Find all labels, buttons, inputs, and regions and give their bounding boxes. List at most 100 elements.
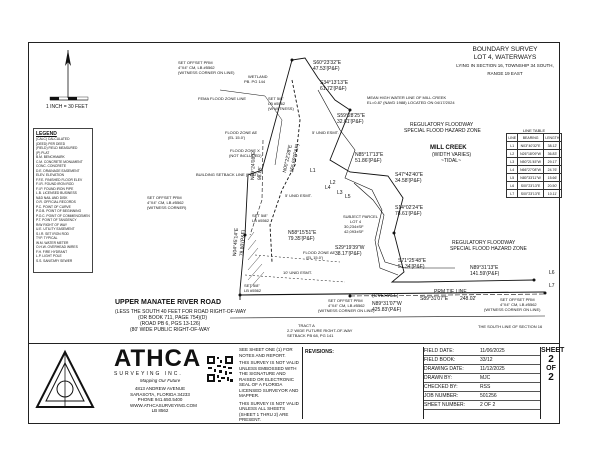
- legend-item: P.T. POINT OF TANGENCY: [36, 218, 77, 222]
- north-arrow-icon: [49, 50, 89, 101]
- legend-item: O.H.W. OVERHEAD WIRES: [36, 245, 78, 249]
- bearing-14: S89°31'07"E: [420, 296, 449, 302]
- flood-line: [269, 79, 301, 263]
- tract-a-label-2: 2.2' WIDE FUTURE RIGHT-OF-WAY: [287, 328, 353, 333]
- line-table-cell: L7: [505, 189, 519, 198]
- ue-1: 5' UNID ESMT.: [312, 130, 339, 135]
- prm-1c: (WITNESS CORNER ON LINE): [178, 70, 235, 75]
- title-line2: LOT 4, WATERWAYS: [473, 54, 537, 61]
- bearing-3: S59°28'25"E: [337, 113, 366, 119]
- sir-1: SET 5/8": [252, 213, 268, 218]
- distance-8: 38.17'(P&F): [335, 251, 362, 257]
- road-label: UPPER MANATEE RIVER ROAD: [115, 299, 222, 306]
- setback-label: BUILDING SETBACK LINE (PLAT): [196, 172, 259, 177]
- prm-3c: (WITNESS CORNER): [147, 205, 187, 210]
- distance-1: 47.53'(P&F): [313, 66, 340, 72]
- sir-3b: LB #5562: [268, 101, 286, 106]
- field-value: MJC: [480, 375, 491, 381]
- bearing-7: N58°15'51"E: [288, 230, 317, 236]
- distance-2: 61.72'(P&F): [320, 86, 347, 92]
- bearing-9: S71°25'48"E: [398, 258, 427, 264]
- line-l5: L5: [345, 194, 351, 200]
- revisions-box: REVISIONS:: [302, 347, 424, 419]
- title-block-strip: [28, 343, 560, 425]
- flood-zone-2: FLOOD ZONE X: [230, 148, 260, 153]
- legend-item: W.M. WATER METER: [36, 240, 69, 245]
- road-row-north: [239, 291, 546, 296]
- prm-3: SET OFFSET PRM: [147, 195, 182, 200]
- addr-line-1: 4813 ANDREW AVENUE: [134, 386, 186, 391]
- note-2: THIS SURVEY IS NOT VALID UNLESS EMBOSSED…: [239, 360, 299, 398]
- flood-zone-3b: (EL 15.0'): [306, 255, 324, 260]
- field-row: CHECKED BY:RSS: [424, 383, 540, 392]
- bearing-6: S14°02'24"E: [395, 205, 424, 211]
- legend-item: S.S. SANITARY SEWER: [36, 258, 73, 263]
- field-label: DRAWING DATE:: [424, 366, 464, 372]
- tract-a-label-3: SETBACK PB 68, PG 141: [287, 333, 334, 338]
- creek-line: [317, 89, 399, 276]
- tie-line-label: PRM TIE LINE: [434, 289, 467, 295]
- prm-1b: 4"X4" CM, LB #5562: [178, 65, 215, 70]
- bearing-1: S60°23'32"E: [313, 60, 342, 66]
- field-value: 33/12: [480, 357, 493, 363]
- legend-item: F.H. FIRE HYDRANT: [36, 249, 68, 254]
- field-label: CHECKED BY:: [424, 384, 458, 390]
- offset-prm: SET OFFSET PRM: [500, 297, 535, 302]
- legend-item: (CALC) CALCULATED: [36, 137, 70, 141]
- offset-prm-b: 4"X4" CM, LB #5562: [500, 302, 537, 307]
- field-row: FIELD BOOK:33/12: [424, 356, 540, 365]
- legend-item: B.M. BENCHMARK: [36, 155, 65, 159]
- sheet-of: OF: [546, 365, 556, 372]
- company-phone: PHONE 941.650.5400: [137, 397, 183, 402]
- parcel-boundary: [244, 57, 535, 283]
- sheet-num: 2: [548, 354, 554, 365]
- fema-line-label: FEMA FLOOD ZONE LINE: [198, 96, 247, 101]
- mhwl-label-2: EL=0.87 (NAVD 1988) LOCATED ON 04/17/202…: [367, 100, 455, 105]
- tie-line: [349, 293, 546, 297]
- sheet-total: 2: [548, 372, 554, 383]
- creek-label: MILL CREEK: [430, 145, 467, 151]
- legend-item: N&D NAIL AND DISK: [36, 195, 68, 200]
- distance-5: 34.58'(P&F): [395, 178, 422, 184]
- legend-item: (DEED) PER DEED: [36, 141, 66, 146]
- scale-text: 1 INCH = 30 FEET: [46, 104, 88, 110]
- legend-item: P.O.C. POINT OF COMMENCEMENT: [36, 213, 90, 218]
- line-l6: L6: [549, 270, 555, 276]
- legend-header: LEGEND: [36, 131, 57, 137]
- field-label: JOB NUMBER:: [424, 393, 459, 399]
- company-web: WWW.ATHCASURVEYING.COM: [130, 402, 197, 408]
- company-lb: LB 8562: [151, 408, 169, 413]
- field-value: 11/06/2025: [480, 348, 505, 354]
- distance-9: 51.34'(P&F): [398, 264, 425, 270]
- line-l2: L2: [330, 180, 336, 186]
- note-1: SEE SHEET ONE (1) FOR NOTES AND REPORT.: [239, 347, 293, 358]
- floodway-line: [353, 182, 455, 269]
- field-row: DRAWING DATE:11/12/2025: [424, 365, 540, 374]
- overall-label: (OVERALL): [372, 293, 399, 299]
- legend-item: (FIELD) FIELD MEASURED: [36, 146, 78, 150]
- distance-10: 141.59'(P&F): [470, 271, 500, 277]
- road-label-3: (OR BOOK 711, PAGE 754)(D): [138, 315, 208, 321]
- offset-prm-c: (WITNESS CORNER ON LINE): [484, 307, 541, 312]
- parcel-label-2: LOT 4: [350, 219, 362, 224]
- distance-7: 79.35'(P&F): [288, 236, 315, 242]
- legend-item: S.I.R. SET IRON ROD: [36, 231, 69, 236]
- line-l1: L1: [310, 168, 316, 174]
- bearing-8: S29°19'39"W: [335, 245, 365, 251]
- parcel-label: SUBJECT PARCEL: [343, 214, 378, 219]
- title-block: BOUNDARY SURVEY LOT 4, WATERWAYS LYING I…: [450, 46, 560, 78]
- field-label: DRAWN BY:: [424, 375, 452, 381]
- bearing-10: N89°31'13"E: [470, 265, 499, 271]
- parcel-label-4: 42,093±SF: [344, 229, 364, 234]
- field-value: 2 OF 2: [480, 402, 496, 408]
- west-boundary: [239, 234, 246, 300]
- legend: LEGEND (CALC) CALCULATED(DEED) PER DEED(…: [33, 128, 93, 273]
- mhwl-label: MEAN HIGH WATER LINE OF MILL CREEK: [367, 95, 447, 100]
- wetland-line: [219, 89, 283, 166]
- distance-15: 425.83'(P&F): [372, 307, 402, 313]
- legend-item: P.C. POINT OF CURVE: [36, 204, 71, 209]
- ue-3: 10' UNID ESMT.: [283, 270, 312, 275]
- sir-2: SET 5/8": [244, 283, 260, 288]
